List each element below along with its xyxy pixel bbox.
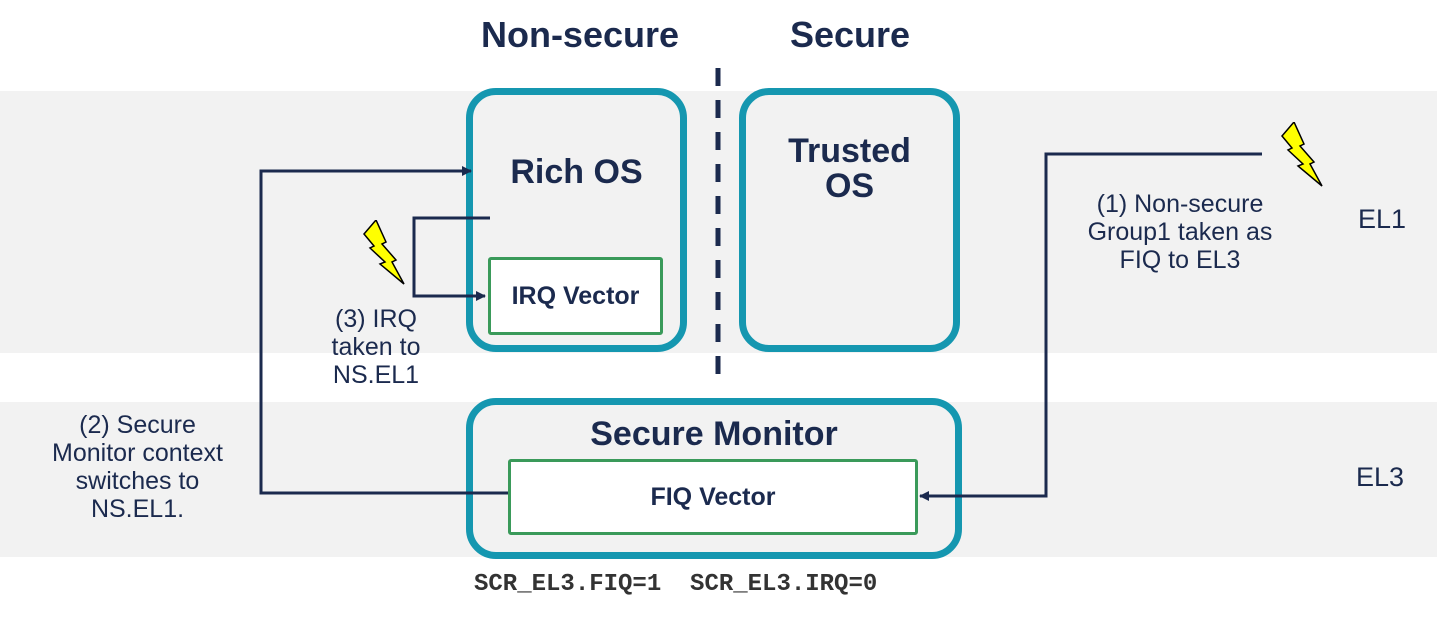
secure-heading: Secure bbox=[789, 14, 911, 55]
step1-note-line: FIQ to EL3 bbox=[1119, 246, 1241, 274]
secure-monitor-title: Secure Monitor bbox=[590, 415, 838, 453]
step2-note-line: (2) Secure bbox=[79, 411, 196, 439]
fiq-vector-box: FIQ Vector bbox=[508, 459, 918, 535]
trusted-os-title-line-2: OS bbox=[824, 167, 875, 205]
lightning-bolt-icon bbox=[363, 220, 405, 285]
trusted-os-title: Trusted OS bbox=[746, 134, 953, 204]
trusted-os-box: Trusted OS bbox=[739, 88, 960, 352]
step3-note: (3) IRQ taken to NS.EL1 bbox=[306, 305, 446, 389]
step3-note-line: (3) IRQ bbox=[335, 305, 417, 333]
step3-arrow bbox=[412, 216, 490, 301]
step1-arrow bbox=[919, 152, 1262, 501]
rich-os-title: Rich OS bbox=[510, 153, 643, 191]
trusted-os-title-line-1: Trusted bbox=[788, 132, 911, 170]
el3-label: EL3 bbox=[1356, 462, 1405, 492]
step2-note: (2) Secure Monitor context switches to N… bbox=[20, 411, 255, 523]
el1-label: EL1 bbox=[1358, 204, 1407, 234]
step3-note-line: NS.EL1 bbox=[332, 361, 420, 389]
step1-note-line: Group1 taken as bbox=[1087, 218, 1273, 246]
step1-note-line: (1) Non-secure bbox=[1096, 190, 1264, 218]
step2-note-line: Monitor context bbox=[52, 439, 223, 467]
non-secure-heading: Non-secure bbox=[480, 14, 680, 55]
step1-note: (1) Non-secure Group1 taken as FIQ to EL… bbox=[1060, 190, 1300, 274]
step2-arrow bbox=[259, 166, 508, 495]
step2-note-line: NS.EL1. bbox=[90, 495, 185, 523]
lightning-bolt-icon bbox=[1281, 122, 1323, 187]
step3-note-line: taken to bbox=[331, 333, 421, 361]
scr-el3-settings: SCR_EL3.FIQ=1 SCR_EL3.IRQ=0 bbox=[474, 571, 878, 598]
step2-note-line: switches to bbox=[75, 467, 200, 495]
irq-vector-box: IRQ Vector bbox=[488, 257, 663, 335]
